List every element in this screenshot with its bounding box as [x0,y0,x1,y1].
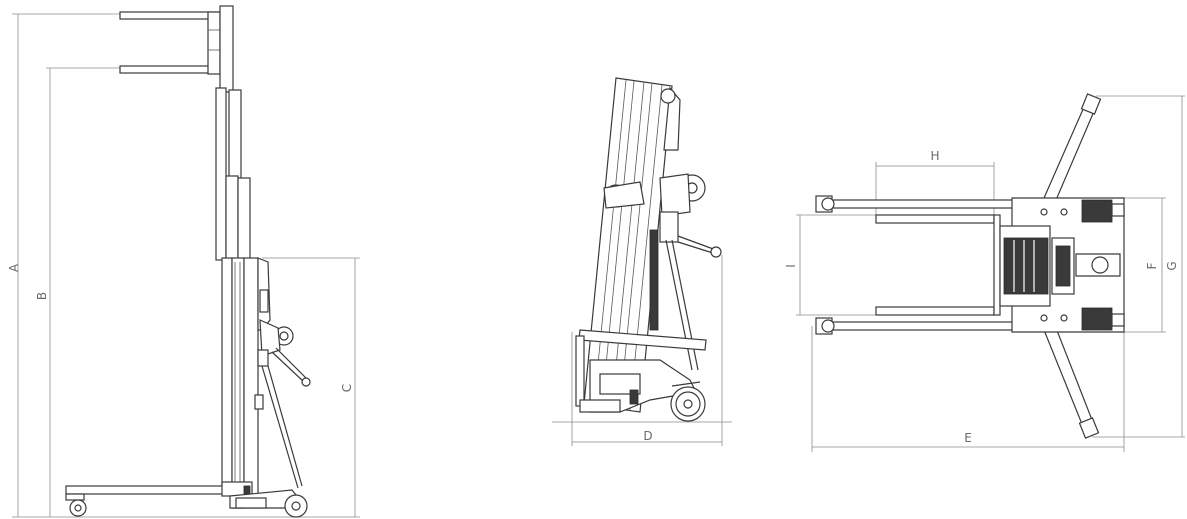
wheel-stowed [670,381,706,422]
mast-stowed [583,77,681,413]
pulleys-stowed [603,173,706,217]
dimension-c-label: C [340,384,354,392]
side-view-extended: A B C [7,5,360,518]
side-view-stowed: D [552,77,732,446]
dimension-b-label: B [35,292,49,300]
dimension-c: C [340,258,356,517]
base-legs-top [815,195,1023,335]
dimension-b: B [35,68,51,517]
dimension-i: I [784,215,801,315]
outriggers-top [1043,93,1102,439]
dimension-d: D [572,429,722,443]
forks-side [119,11,221,75]
chassis-top [999,197,1125,333]
dimension-e-label: E [964,431,972,445]
dimension-g-label: G [1165,261,1179,270]
dimension-d-label: D [643,429,652,443]
dimension-f: F [1145,198,1163,332]
winch-side [257,257,311,387]
dimension-e: E [812,431,1124,448]
dimension-f-label: F [1145,262,1159,269]
top-view: E F G H I [784,93,1185,452]
dimension-a-label: A [7,263,21,272]
mast-side [215,5,259,509]
strut-side [254,365,303,489]
dimension-h: H [876,149,994,167]
dimension-i-label: I [784,264,798,268]
dimension-h-label: H [930,149,939,163]
winch-stowed [659,211,722,258]
dimension-g: G [1165,96,1183,437]
forks-top [875,214,1001,316]
dimension-a: A [7,14,21,517]
base-stowed [579,359,697,413]
base-side [65,481,308,518]
